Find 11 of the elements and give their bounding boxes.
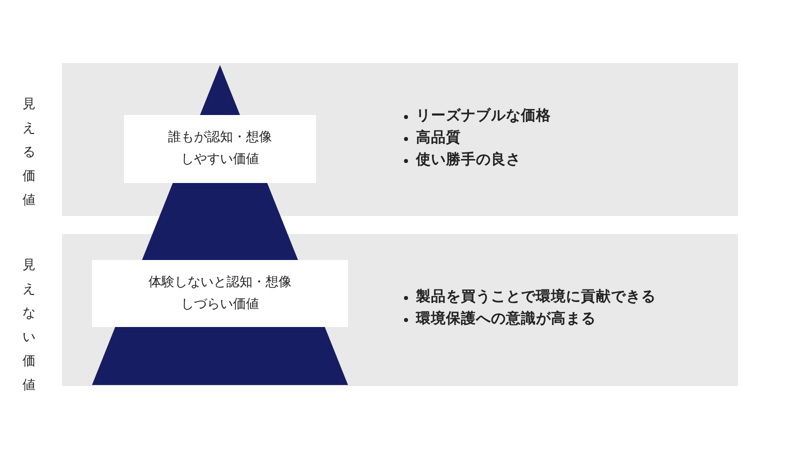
bullet-item: 使い勝手の良さ	[402, 149, 551, 171]
side-label: 見える価値	[22, 96, 36, 210]
bullet-item: 環境保護への意識が高まる	[402, 308, 656, 330]
bullet-item: リーズナブルな価格	[402, 105, 551, 127]
bullet-item: 製品を買うことで環境に貢献できる	[402, 286, 656, 308]
label-card	[92, 260, 348, 327]
card-text: 誰もが認知・想像しやすい価値	[167, 129, 273, 169]
bullet-item: 高品質	[402, 127, 551, 149]
side-label: 見えない価値	[22, 257, 36, 395]
label-card	[124, 115, 316, 183]
card-text: 体験しないと認知・想像しづらい価値	[148, 274, 292, 314]
